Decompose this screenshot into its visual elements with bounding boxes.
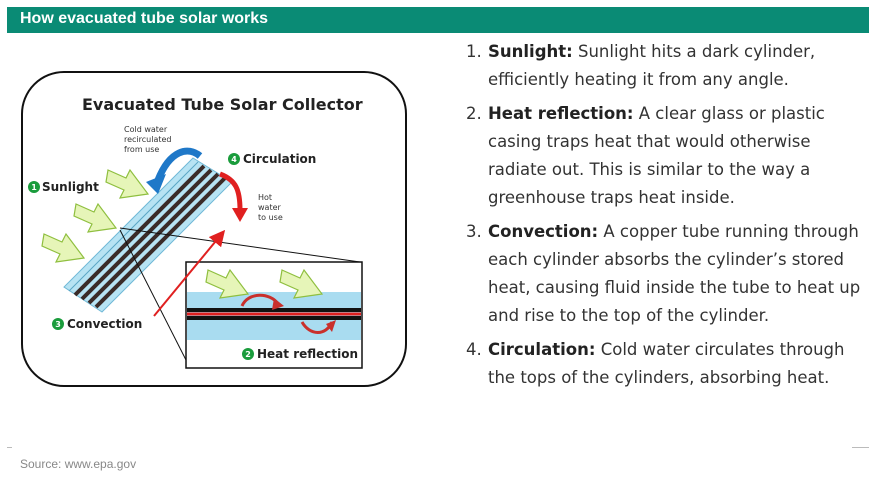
zoom-guide-line <box>119 227 361 263</box>
hot-water-arrow <box>219 171 243 211</box>
step-text: Cold water circulates through the tops o… <box>488 340 845 387</box>
label-text: Convection <box>67 317 142 331</box>
hot-water-label-3: to use <box>258 213 283 222</box>
cold-water-label-3: from use <box>124 145 159 154</box>
step-number: 3. <box>466 222 482 241</box>
step-text: A copper tube running through each cylin… <box>488 222 861 325</box>
step-text: A clear glass or plastic casing traps he… <box>488 104 825 207</box>
divider <box>852 447 869 448</box>
cold-water-label-1: Cold water <box>124 125 168 134</box>
hot-water-label-1: Hot <box>258 193 272 202</box>
step-title: Heat reflection: <box>488 104 634 123</box>
badge-circle <box>228 153 240 165</box>
step-item: 1. Sunlight: Sunlight hits a dark cylind… <box>466 38 861 94</box>
label-text: Sunlight <box>42 180 99 194</box>
diagram-title: Evacuated Tube Solar Collector <box>82 95 363 114</box>
label-sunlight: 1 Sunlight <box>28 180 99 194</box>
step-title: Convection: <box>488 222 599 241</box>
inset-sunlight-arrow <box>279 268 324 299</box>
label-heat-reflection: 2 Heat reflection <box>242 347 358 361</box>
badge-number: 1 <box>31 183 37 192</box>
step-text: Sunlight hits a dark cylinder, efficient… <box>488 42 816 89</box>
step-number: 1. <box>466 42 482 61</box>
tube-array <box>63 157 233 313</box>
steps-list: 1. Sunlight: Sunlight hits a dark cylind… <box>466 38 861 398</box>
zoom-guide-line <box>119 229 187 361</box>
step-item: 4. Circulation: Cold water circulates th… <box>466 336 861 392</box>
divider <box>7 447 12 448</box>
label-text: Circulation <box>243 152 316 166</box>
collector-diagram: Evacuated Tube Solar Collector Cold wate… <box>20 70 410 390</box>
step-item: 3. Convection: A copper tube running thr… <box>466 218 861 330</box>
sunlight-arrow <box>41 232 86 263</box>
cold-water-arrow <box>154 147 203 182</box>
badge-circle <box>242 348 254 360</box>
label-circulation: 4 Circulation <box>228 152 316 166</box>
label-text: Heat reflection <box>257 347 358 361</box>
source-note: Source: www.epa.gov <box>20 457 137 471</box>
label-convection: 3 Convection <box>52 317 142 331</box>
badge-circle <box>52 318 64 330</box>
step-title: Sunlight: <box>488 42 573 61</box>
inset-detail <box>185 261 363 369</box>
header-bar: How evacuated tube solar works <box>7 7 869 33</box>
badge-number: 3 <box>55 320 61 329</box>
inset-sunlight-arrow <box>205 268 250 299</box>
badge-number: 4 <box>231 155 237 164</box>
step-title: Circulation: <box>488 340 596 359</box>
badge-circle <box>28 181 40 193</box>
sunlight-arrow <box>105 168 150 199</box>
hot-water-label-2: water <box>258 203 282 212</box>
sunlight-arrow <box>73 202 118 233</box>
badge-number: 2 <box>245 350 251 359</box>
convection-arrow <box>153 229 226 317</box>
step-number: 4. <box>466 340 482 359</box>
cold-water-label-2: recirculated <box>124 135 172 144</box>
header-title: How evacuated tube solar works <box>20 10 269 27</box>
step-number: 2. <box>466 104 482 123</box>
step-item: 2. Heat reflection: A clear glass or pla… <box>466 100 861 212</box>
sunlight-arrows <box>41 168 150 263</box>
collector-diagram-svg: Evacuated Tube Solar Collector Cold wate… <box>21 71 407 387</box>
